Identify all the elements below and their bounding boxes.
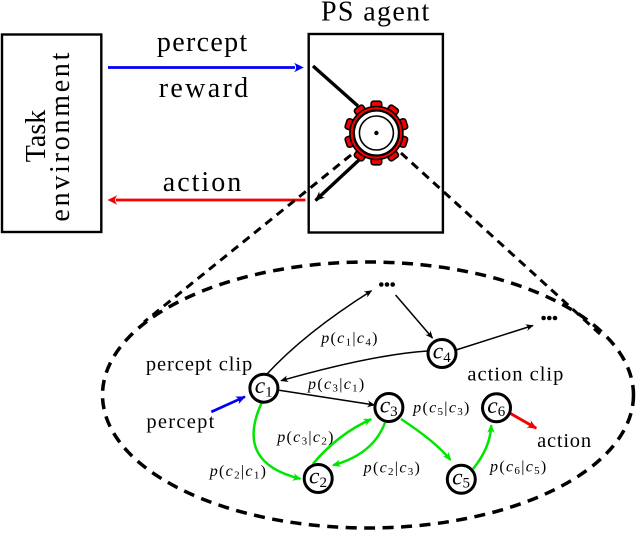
svg-text:percept clip: percept clip xyxy=(146,354,253,376)
svg-text:percept: percept xyxy=(146,411,215,433)
svg-text:PS agent: PS agent xyxy=(321,0,431,28)
svg-text:environment: environment xyxy=(45,50,76,222)
svg-text:p(c3|c1): p(c3|c1) xyxy=(307,376,366,395)
svg-text:reward: reward xyxy=(159,73,251,104)
svg-text:Task: Task xyxy=(21,110,52,162)
svg-text:p(c3|c2): p(c3|c2) xyxy=(276,429,335,448)
svg-text:p(c5|c3): p(c5|c3) xyxy=(412,399,471,418)
svg-text:p(c6|c5): p(c6|c5) xyxy=(489,458,548,477)
svg-text:action clip: action clip xyxy=(467,364,564,386)
svg-text:percept: percept xyxy=(157,27,249,58)
svg-text:action: action xyxy=(537,430,592,452)
svg-text:action: action xyxy=(163,167,243,198)
svg-text:p(c2|c1): p(c2|c1) xyxy=(209,463,268,482)
svg-text:p(c1|c4): p(c1|c4) xyxy=(320,330,379,349)
svg-text:p(c2|c3): p(c2|c3) xyxy=(363,460,422,479)
